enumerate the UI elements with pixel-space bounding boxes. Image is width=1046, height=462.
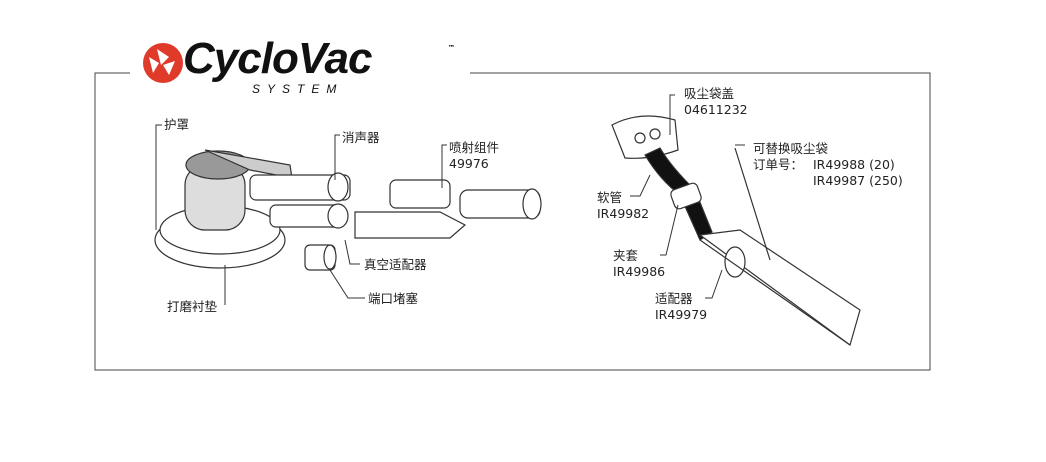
label-ejector: 喷射组件 [449, 140, 500, 155]
label-adapter: 适配器 [655, 291, 693, 306]
logo-trademark: ™ [448, 44, 455, 52]
label-clamp-number: IR49986 [613, 264, 666, 279]
label-vacuum-adapter: 真空适配器 [364, 257, 427, 272]
label-adapter-number: IR49979 [655, 307, 708, 322]
label-pad: 打磨衬垫 [167, 299, 218, 314]
leader-lines [155, 94, 745, 305]
label-bag-cap: 吸尘袋盖 [684, 86, 735, 101]
frame-border [94, 72, 931, 371]
label-hose-number: IR49982 [597, 206, 650, 221]
label-bag-number-2: IR49987 (250) [813, 173, 903, 188]
label-bag: 可替换吸尘袋 [753, 141, 829, 156]
label-muffler: 消声器 [342, 130, 380, 145]
label-port-plug: 端口堵塞 [368, 291, 419, 306]
logo-mark-icon [143, 43, 183, 83]
dust-bag-illustration [611, 115, 861, 346]
label-order-number: 订单号： [753, 157, 804, 172]
logo-text: CycloVac [183, 34, 372, 83]
logo-subtitle: SYSTEM [252, 82, 344, 96]
label-bag-cap-number: 04611232 [684, 102, 748, 117]
label-shroud: 护罩 [164, 117, 190, 132]
label-bag-number-1: IR49988 (20) [813, 157, 895, 172]
label-clamp: 夹套 [613, 248, 639, 263]
sander-illustration [154, 149, 542, 271]
label-ejector-number: 49976 [449, 156, 489, 171]
label-hose: 软管 [597, 190, 623, 205]
